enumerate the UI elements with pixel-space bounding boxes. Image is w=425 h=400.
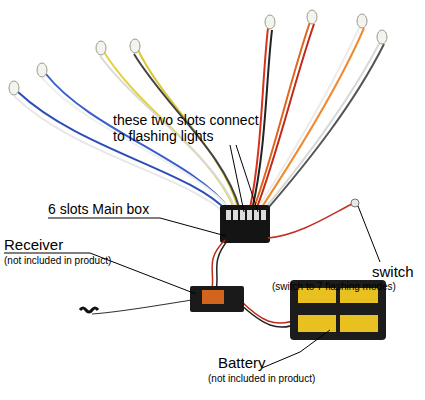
callout-label: switch	[372, 263, 414, 280]
leader-line	[358, 206, 380, 262]
receiver	[190, 286, 244, 312]
battery-cell	[298, 288, 336, 332]
led	[265, 15, 275, 29]
wire	[263, 44, 384, 214]
callout-label: Battery	[218, 354, 266, 371]
leader-line	[230, 145, 244, 212]
led-group	[9, 10, 387, 95]
wire	[258, 26, 360, 208]
slot	[226, 210, 231, 220]
leader-line	[262, 330, 330, 368]
receiver-sticker	[202, 290, 224, 304]
wire	[260, 28, 364, 210]
callout-label: 6 slots Main box	[48, 201, 149, 217]
led	[307, 10, 317, 24]
wire	[262, 42, 380, 212]
leader-line	[236, 145, 258, 212]
slot	[233, 210, 238, 220]
wire	[216, 240, 228, 290]
leader-lines	[4, 145, 380, 368]
led	[37, 63, 47, 77]
callout-label: Receiver	[4, 236, 63, 253]
leader-line	[48, 218, 226, 236]
box-slots	[226, 210, 266, 220]
note-label: (not included in product)	[208, 373, 315, 385]
battery-band	[340, 303, 378, 315]
antenna-wire	[92, 300, 192, 314]
main-box	[220, 205, 270, 243]
led	[357, 14, 367, 28]
switch	[351, 199, 359, 207]
leader-line	[4, 253, 196, 294]
antenna-end	[80, 308, 98, 312]
battery-cell	[340, 288, 378, 332]
led	[130, 39, 140, 53]
led	[9, 81, 19, 95]
right-wire-bundle	[250, 22, 384, 214]
note-label: (switch to 7 flashing modes)	[272, 281, 396, 293]
led	[96, 41, 106, 55]
note-label: (not included in product)	[4, 255, 111, 267]
slot	[261, 210, 266, 220]
wire	[254, 22, 310, 208]
callout-label: these two slots connect to flashing ligh…	[113, 112, 273, 144]
switch-wire	[268, 204, 352, 238]
led	[377, 30, 387, 44]
battery-band	[298, 303, 336, 315]
slot	[247, 210, 252, 220]
